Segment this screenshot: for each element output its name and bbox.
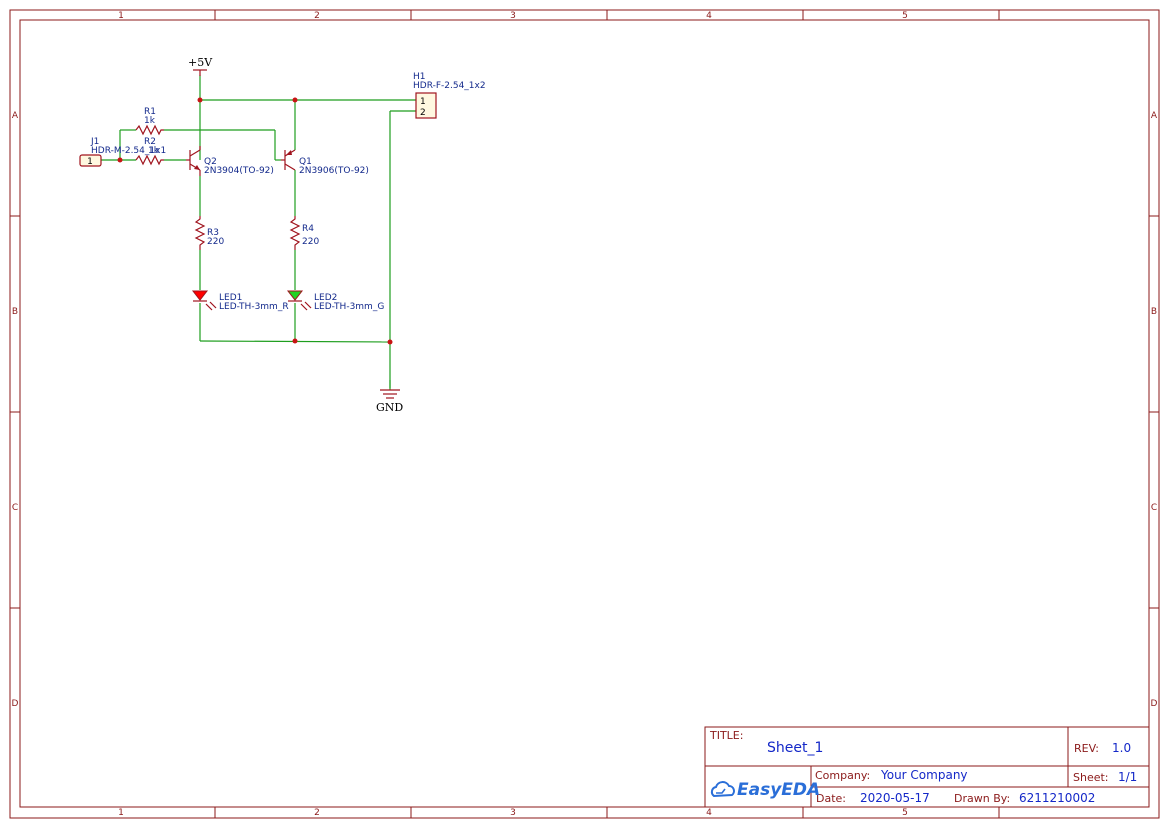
easyeda-logo: EasyEDA: [710, 780, 820, 800]
r1-designator: R1: [144, 107, 156, 117]
junction-dot: [197, 97, 203, 103]
q1-transistor[interactable]: Q1 2N3906(TO-92): [281, 149, 369, 176]
r4-value: 220: [302, 237, 319, 247]
r3-resistor[interactable]: R3 220: [194, 216, 224, 250]
led1-diode[interactable]: LED1 LED-TH-3mm_R: [191, 290, 289, 312]
junction-dot: [387, 339, 393, 345]
company-value: Your Company: [880, 768, 968, 782]
q1-emitter-arrow: [286, 150, 292, 155]
junction-dot: [117, 157, 123, 163]
frame-col-label-1-bottom: 1: [118, 808, 124, 818]
led1-ray-2: [209, 301, 217, 309]
led1-triangle: [191, 290, 209, 301]
gnd-power-symbol[interactable]: GND: [376, 380, 403, 414]
q1-value: 2N3906(TO-92): [299, 166, 369, 176]
h1-designator: H1: [413, 72, 426, 82]
h1-connector[interactable]: 1 2 H1 HDR-F-2.54_1x2: [413, 72, 486, 119]
frame-col-label-4-bottom: 4: [706, 808, 712, 818]
q2-transistor[interactable]: Q2 2N3904(TO-92): [186, 146, 274, 176]
j1-designator: J1: [90, 137, 99, 147]
r3-designator: R3: [207, 228, 219, 238]
j1-pin-1-label: 1: [87, 157, 93, 167]
q2-collector: [189, 149, 201, 157]
vcc-power-symbol[interactable]: +5V: [188, 56, 213, 76]
cloud-icon: [710, 781, 735, 798]
rev-label: REV:: [1074, 742, 1099, 755]
junctions: [117, 97, 393, 345]
frame-row-label-d: D: [12, 699, 19, 709]
r4-resistor[interactable]: R4 220: [289, 216, 319, 250]
led1-ray-1: [205, 303, 213, 311]
q2-emitter-arrow: [194, 165, 200, 170]
q1-collector: [284, 163, 296, 171]
led2-designator: LED2: [314, 293, 337, 303]
frame-col-label-5: 5: [902, 11, 908, 21]
frame-col-label-1: 1: [118, 11, 124, 21]
title-label: TITLE:: [709, 729, 743, 742]
j1-connector[interactable]: 1 J1 HDR-M-2.54_1x1: [79, 137, 166, 167]
r3-value: 220: [207, 237, 224, 247]
h1-pin-1-label: 1: [420, 97, 426, 107]
frame-row-label-b-right: B: [1151, 307, 1157, 317]
q2-designator: Q2: [204, 157, 217, 167]
date-value: 2020-05-17: [860, 791, 930, 805]
frame-col-label-3-bottom: 3: [510, 808, 516, 818]
r1-value: 1k: [144, 116, 156, 126]
sheet-value: 1/1: [1118, 770, 1137, 784]
junction-dot: [292, 338, 298, 344]
frame-row-label-a: A: [12, 111, 19, 121]
q1-designator: Q1: [299, 157, 312, 167]
r1-resistor[interactable]: R1 1k: [135, 107, 164, 136]
sheet-frame: 1 2 3 4 5 1 2 3 4 5 A B C D A B C D: [9, 9, 1160, 819]
date-label: Date:: [816, 792, 846, 805]
r2-designator: R2: [144, 137, 156, 147]
rev-value: 1.0: [1112, 741, 1131, 755]
title-block: TITLE: Sheet_1 REV: 1.0 Company: Your Co…: [704, 726, 1150, 808]
led2-triangle: [286, 290, 304, 301]
r4-zigzag: [289, 216, 301, 250]
led1-value: LED-TH-3mm_R: [219, 302, 289, 312]
q2-value: 2N3904(TO-92): [204, 166, 274, 176]
r1-zigzag: [135, 124, 164, 136]
company-label: Company:: [815, 769, 870, 782]
h1-body: [415, 92, 437, 119]
r4-designator: R4: [302, 224, 314, 234]
drawn-by-value: 6211210002: [1019, 791, 1095, 805]
led2-value: LED-TH-3mm_G: [314, 302, 384, 312]
sheet-title: Sheet_1: [767, 740, 823, 756]
frame-row-label-a-right: A: [1151, 111, 1158, 121]
h1-value: HDR-F-2.54_1x2: [413, 81, 486, 91]
frame-row-label-d-right: D: [1151, 699, 1158, 709]
j1-value: HDR-M-2.54_1x1: [91, 146, 166, 156]
frame-row-label-b: B: [12, 307, 18, 317]
gnd-net-label: GND: [376, 401, 403, 414]
frame-row-label-c: C: [12, 503, 18, 513]
led2-diode[interactable]: LED2 LED-TH-3mm_G: [286, 290, 384, 312]
r2-resistor[interactable]: R2 1k: [135, 137, 164, 166]
sheet-label: Sheet:: [1073, 771, 1109, 784]
frame-col-label-3: 3: [510, 11, 516, 21]
led2-ray-1: [300, 303, 308, 311]
j1-body: [79, 154, 102, 167]
frame-col-label-2-bottom: 2: [314, 808, 320, 818]
led1-designator: LED1: [219, 293, 242, 303]
frame-col-label-4: 4: [706, 11, 712, 21]
r2-value: 1k: [148, 146, 160, 156]
vcc-net-label: +5V: [188, 56, 213, 69]
h1-pin-2-label: 2: [420, 108, 426, 118]
frame-col-label-5-bottom: 5: [902, 808, 908, 818]
drawn-by-label: Drawn By:: [954, 792, 1010, 805]
frame-col-label-2: 2: [314, 11, 320, 21]
r3-zigzag: [194, 216, 206, 250]
led2-ray-2: [304, 301, 312, 309]
junction-dot: [292, 97, 298, 103]
logo-wordmark: EasyEDA: [737, 780, 820, 800]
r2-zigzag: [135, 154, 164, 166]
frame-row-label-c-right: C: [1151, 503, 1157, 513]
